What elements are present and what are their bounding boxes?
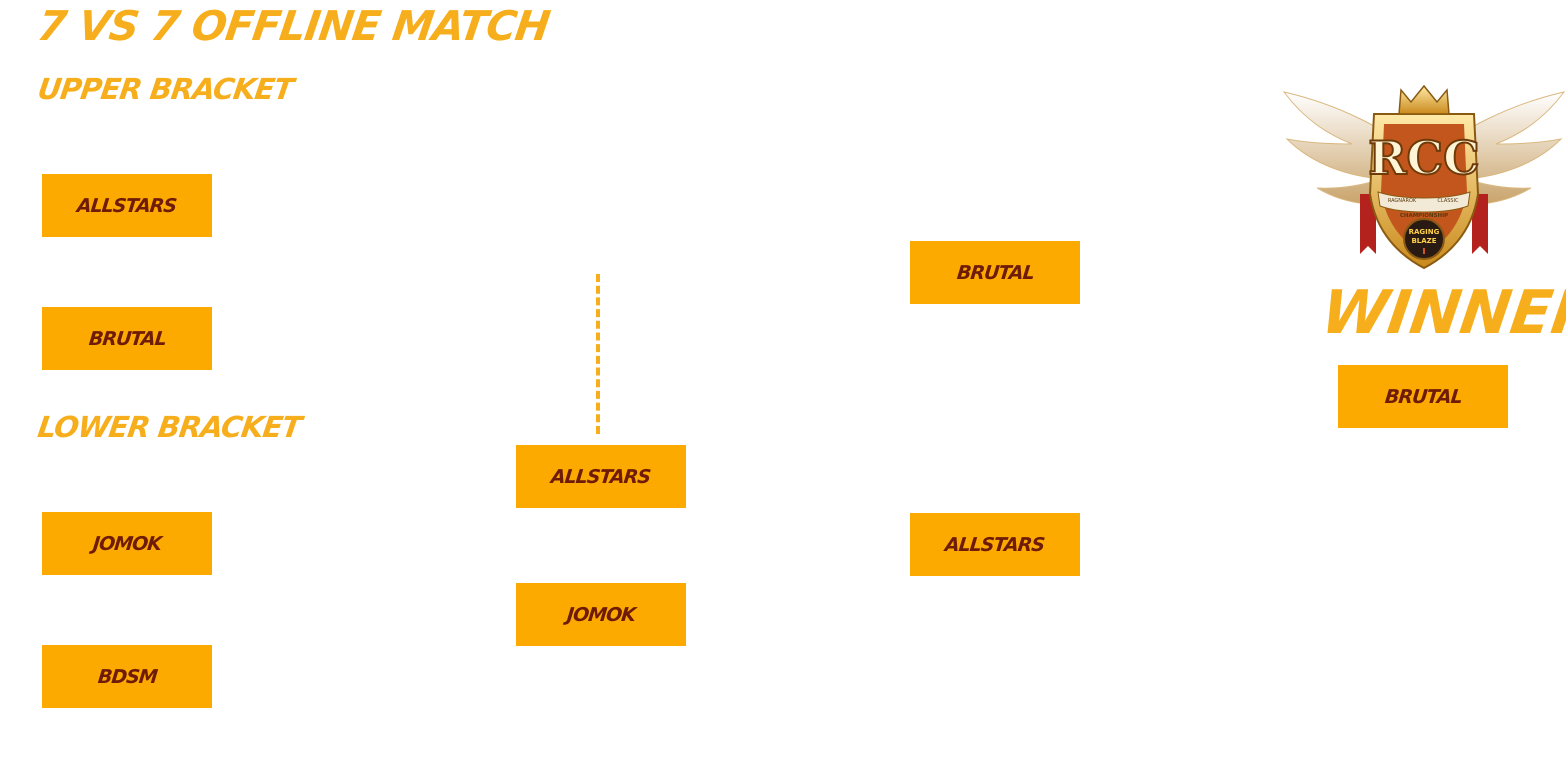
winner-heading: WINNER [1317, 278, 1566, 348]
team-name: ALLSTARS [76, 194, 178, 217]
logo-line1: RAGNAROK [1388, 198, 1417, 204]
dashed-connector [596, 274, 600, 434]
lower-bracket-heading: LOWER BRACKET [35, 410, 304, 444]
team-name: ALLSTARS [944, 533, 1046, 556]
upper-r1-team-2[interactable]: BRUTAL [42, 307, 212, 370]
semi-team-1[interactable]: BRUTAL [910, 241, 1080, 304]
logo-sub3: I [1423, 247, 1426, 256]
lower-r1-team-2[interactable]: BDSM [42, 645, 212, 708]
lower-r1-team-1[interactable]: JOMOK [42, 512, 212, 575]
lower-r2-team-2[interactable]: JOMOK [516, 583, 686, 646]
lower-r2-team-1[interactable]: ALLSTARS [516, 445, 686, 508]
team-name: BRUTAL [87, 327, 167, 350]
team-name: JOMOK [565, 603, 637, 626]
logo-line2: CLASSIC [1437, 198, 1459, 204]
page-title: 7 VS 7 OFFLINE MATCH [34, 2, 553, 50]
logo-sub2: BLAZE [1411, 237, 1436, 245]
rcc-championship-logo: RCC RAGNAROK CLASSIC CHAMPIONSHIP RAGING… [1282, 84, 1566, 270]
team-name: JOMOK [91, 532, 163, 555]
team-name: BRUTAL [1383, 385, 1463, 408]
champion-team[interactable]: BRUTAL [1338, 365, 1508, 428]
upper-bracket-heading: UPPER BRACKET [35, 72, 296, 106]
logo-sub1: RAGING [1409, 228, 1440, 236]
semi-team-2[interactable]: ALLSTARS [910, 513, 1080, 576]
team-name: ALLSTARS [550, 465, 652, 488]
logo-line3: CHAMPIONSHIP [1400, 213, 1448, 219]
upper-r1-team-1[interactable]: ALLSTARS [42, 174, 212, 237]
team-name: BDSM [96, 665, 158, 688]
team-name: BRUTAL [955, 261, 1035, 284]
logo-initials: RCC [1368, 131, 1479, 185]
